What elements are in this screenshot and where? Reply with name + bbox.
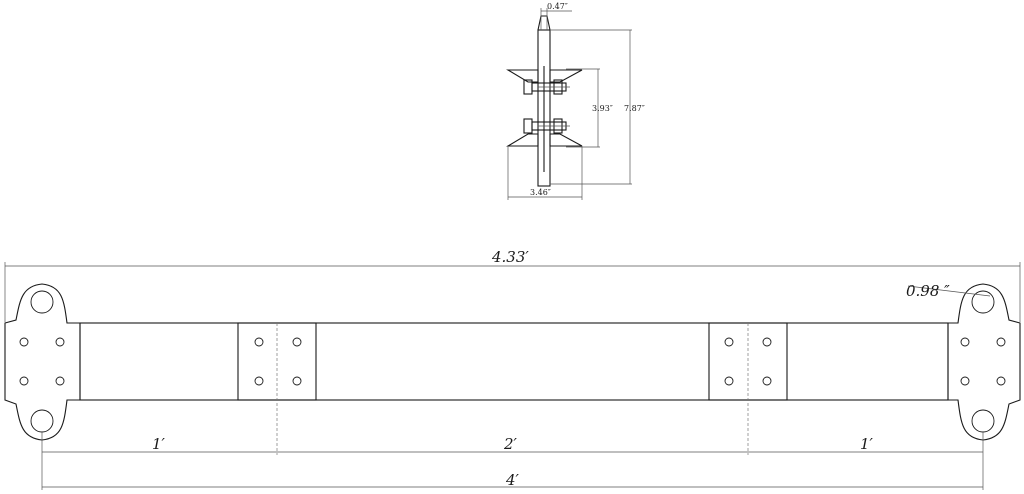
plate-top-edge xyxy=(537,15,551,31)
segment-left-label: 1′ xyxy=(152,435,166,453)
upper-flange xyxy=(506,69,539,83)
overall-length-label: 4.33′ xyxy=(491,248,529,266)
section-view: 0.47″ 7.87″ 3.93″ 3.46″ xyxy=(506,2,645,200)
upper-flange-right xyxy=(549,69,583,83)
segment-middle-label: 2′ xyxy=(503,435,518,453)
overall-height-label: 7.87″ xyxy=(624,104,645,113)
left-bottom-hole xyxy=(30,409,54,433)
left-end-plate xyxy=(4,283,81,441)
right-splice-bolts xyxy=(724,337,772,386)
lower-flange-right xyxy=(549,133,583,147)
flange-width-label: 3.46″ xyxy=(530,188,551,197)
beam-view: 4.33′ 0.98 ″ xyxy=(4,248,1021,490)
left-top-hole xyxy=(30,290,54,314)
center-plate xyxy=(537,29,551,187)
mounting-span-label: 4′ xyxy=(505,471,520,489)
bolt-spacing-label: 3.93″ xyxy=(592,104,613,113)
left-bolt-pattern xyxy=(19,337,65,386)
segment-right-label: 1′ xyxy=(860,435,874,453)
lower-flange xyxy=(506,133,539,147)
right-bolt-pattern xyxy=(960,337,1006,386)
thickness-label: 0.47″ xyxy=(547,2,568,11)
left-splice-bolts xyxy=(254,337,302,386)
beam-body xyxy=(79,322,949,401)
right-top-hole xyxy=(971,290,995,314)
right-bottom-hole xyxy=(971,409,995,433)
hole-diameter-label: 0.98 ″ xyxy=(906,282,950,300)
lower-bolt xyxy=(523,118,570,134)
upper-bolt xyxy=(523,79,570,95)
right-end-plate xyxy=(947,283,1021,441)
